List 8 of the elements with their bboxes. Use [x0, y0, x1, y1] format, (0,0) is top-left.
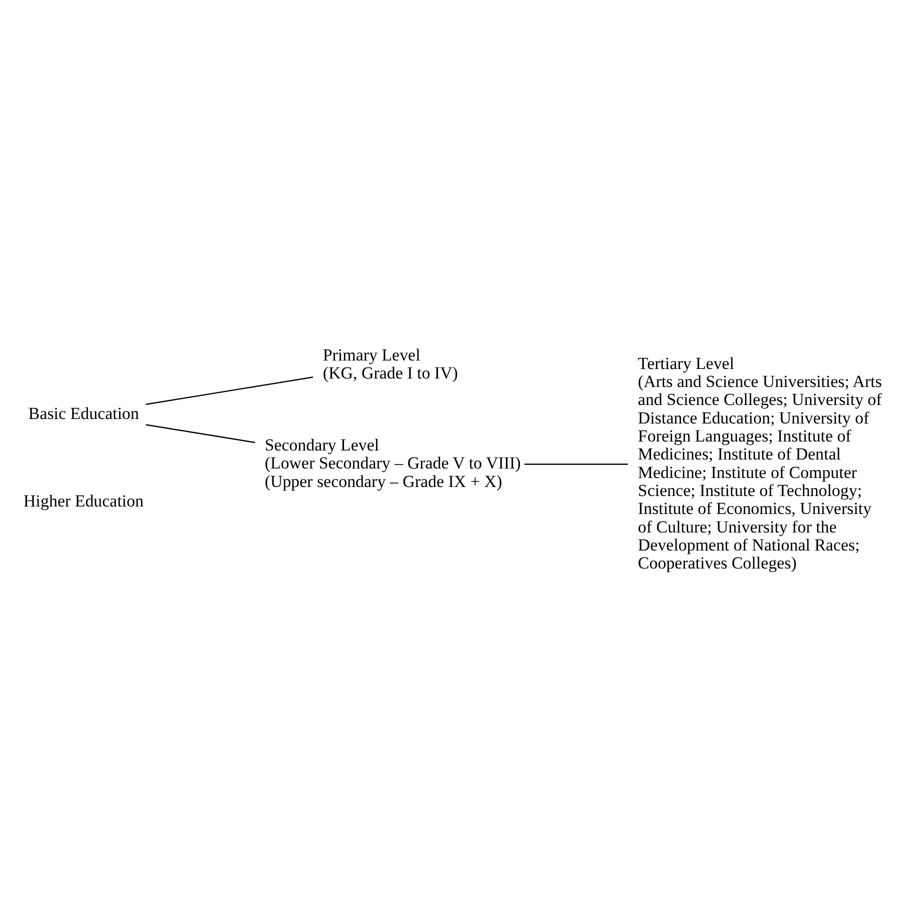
node-text: Primary Level (KG, Grade I to IV): [322, 344, 458, 382]
node-text: Higher Education: [24, 490, 144, 510]
connector: [524, 463, 628, 464]
node-text: Secondary Level (Lower Secondary – Grade V to VIII) (Upper secondary – Grade IX + X): [264, 435, 521, 490]
node-text: Tertiary Level (Arts and Science Universities; Arts and Science Colleges; University of Distance Education; University of Foreign Languages; Institute of Medicines; Institute of Dental Medicine; Institute of Computer Science; Institute of Technology; Institute of Economics, University of Culture; University for the Development of National Races; Cooperatives Colleges): [638, 353, 882, 572]
connector: [146, 376, 314, 404]
node-text: Basic Education: [28, 404, 140, 423]
connector: [146, 424, 256, 443]
